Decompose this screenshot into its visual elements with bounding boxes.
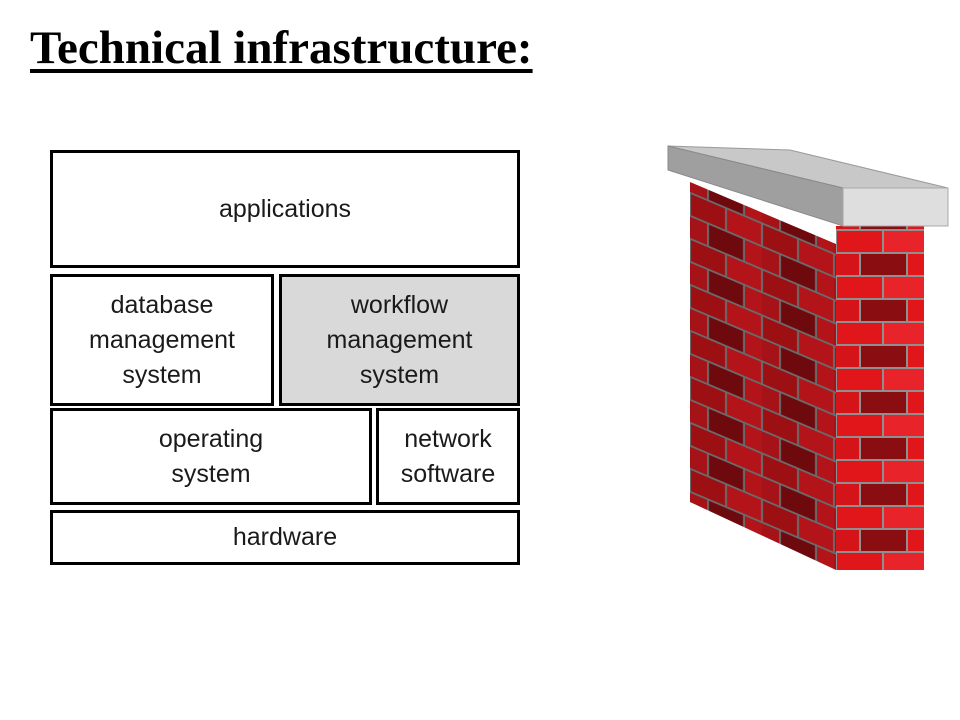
hardware-layer: hardware — [50, 510, 520, 565]
workflow-management-system-layer: workflow management system — [279, 274, 520, 406]
infrastructure-layer-diagram: applications database management system … — [50, 150, 520, 565]
applications-layer: applications — [50, 150, 520, 268]
database-management-system-layer: database management system — [50, 274, 274, 406]
operating-system-layer: operating system — [50, 408, 372, 505]
network-software-layer: network software — [376, 408, 520, 505]
slide-title: Technical infrastructure: — [30, 22, 533, 74]
brick-wall-icon — [660, 140, 955, 580]
